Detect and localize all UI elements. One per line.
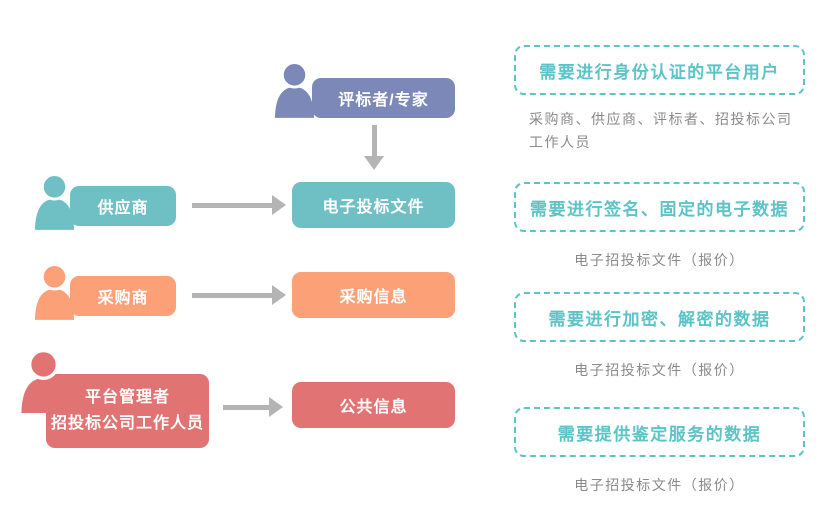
legend-box-appraisal: 需要提供鉴定服务的数据	[514, 407, 805, 457]
actor-label-admin-line1: 平台管理者	[84, 389, 170, 406]
target-box-bid-documents: 电子投标文件	[292, 182, 455, 228]
user-icon-evaluator	[271, 61, 318, 118]
legend-desc-encryption: 电子招投标文件（报价）	[574, 362, 745, 378]
user-icon	[34, 263, 75, 320]
actor-label-evaluator: 评标者/专家	[312, 78, 455, 118]
user-icon	[21, 349, 66, 413]
legend-desc-identity-auth: 采购商、供应商、评标者、招投标公司 工作人员	[514, 108, 805, 154]
right-arrow-icon	[192, 285, 286, 305]
target-box-procurement-info: 采购信息	[292, 272, 455, 318]
legend-box-encryption: 需要进行加密、解密的数据	[514, 292, 805, 342]
legend-desc-line: 采购商、供应商、评标者、招投标公司	[529, 111, 793, 127]
right-arrow-icon	[192, 195, 286, 215]
actor-label-supplier: 供应商	[70, 186, 176, 226]
right-arrow-icon	[223, 397, 283, 417]
target-box-public-info: 公共信息	[292, 382, 455, 428]
actor-label-purchaser: 采购商	[70, 276, 176, 316]
legend-box-identity-auth: 需要进行身份认证的平台用户	[514, 45, 805, 95]
down-arrow-icon	[364, 125, 384, 170]
actor-label-admin: 平台管理者 招投标公司工作人员	[46, 374, 209, 448]
legend-desc-line: 工作人员	[529, 134, 591, 150]
user-icon-supplier	[31, 173, 78, 230]
user-icon-admin	[17, 349, 70, 413]
legend-desc-appraisal: 电子招投标文件（报价）	[574, 477, 745, 493]
legend-box-signature: 需要进行签名、固定的电子数据	[514, 182, 805, 232]
legend-desc-signature: 电子招投标文件（报价）	[574, 252, 745, 268]
user-icon-purchaser	[31, 263, 78, 320]
user-icon	[34, 173, 75, 230]
actor-label-admin-line2: 招投标公司工作人员	[50, 415, 204, 432]
user-icon	[274, 61, 315, 118]
